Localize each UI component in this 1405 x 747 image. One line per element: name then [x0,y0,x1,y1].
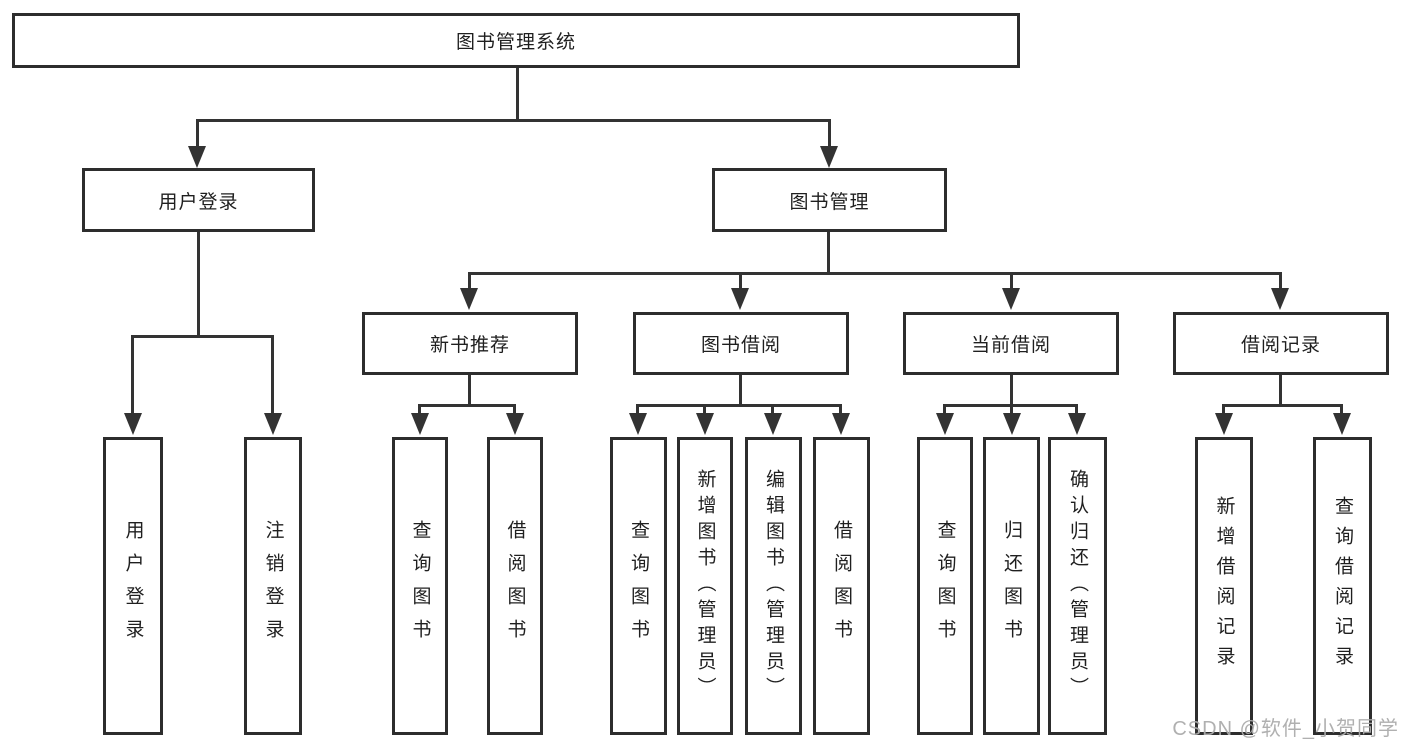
leaf-label: 借阅图书 [831,520,852,652]
arrowhead [1003,413,1021,435]
arrowhead [1215,413,1233,435]
arrowhead [1068,413,1086,435]
connector-mgmt-stem [827,230,830,274]
connector-level3-hline [468,272,1282,275]
arrowhead [411,413,429,435]
leaf-label: 归还图书 [1001,520,1022,652]
node-label: 图书管理 [789,191,870,213]
arrowhead-current-borrow [1002,288,1020,310]
arrowhead [629,413,647,435]
connector-drop-leaf-logout [271,335,274,415]
connector-bookborrow-hline [636,404,842,407]
connector-drop [771,404,774,416]
leaf-query-books: 查询图书 [610,437,667,735]
node-label: 用户登录 [158,191,239,213]
leaf-label: 查询借阅记录 [1332,496,1353,676]
leaf-label: 新增图书（管理员） [694,469,716,703]
connector-drop [513,404,516,416]
node-new-book-recommend: 新书推荐 [362,312,578,375]
arrowhead-new-book [460,288,478,310]
connector-currentborrow-stem [1010,373,1013,407]
leaf-confirm-return-admin: 确认归还（管理员） [1048,437,1107,735]
connector-records-hline [1222,404,1343,407]
connector-drop [1222,404,1225,416]
connector-drop [1010,404,1013,416]
node-label: 图书管理系统 [455,32,576,53]
leaf-label: 新增借阅记录 [1213,496,1235,676]
arrowhead-leaf-logout [264,413,282,435]
node-borrow-records: 借阅记录 [1173,312,1389,375]
connector-drop [839,404,842,416]
connector-bookborrow-stem [739,373,742,407]
leaf-add-books-admin: 新增图书（管理员） [677,437,733,735]
connector-drop [636,404,639,416]
arrowhead [936,413,954,435]
leaf-label: 编辑图书（管理员） [763,469,784,703]
arrowhead [764,413,782,435]
connector-records-stem [1279,373,1282,407]
node-label: 当前借阅 [970,335,1051,356]
leaf-query-books: 查询图书 [917,437,973,735]
arrowhead [696,413,714,435]
leaf-query-books: 查询图书 [392,437,448,735]
arrowhead [1333,413,1351,435]
leaf-label: 查询图书 [628,520,649,652]
leaf-add-borrow-record: 新增借阅记录 [1195,437,1253,735]
arrowhead-leaf-login [124,413,142,435]
connector-newbook-stem [468,373,471,407]
connector-drop [1075,404,1078,416]
connector-newbook-hline [418,404,516,407]
connector-level2-hline [196,119,831,122]
leaf-return-books: 归还图书 [983,437,1040,735]
node-current-borrow: 当前借阅 [903,312,1119,375]
connector-drop-borrow-records [1279,272,1282,290]
leaf-borrow-books: 借阅图书 [487,437,543,735]
leaf-label: 用户登录 [122,520,144,652]
node-book-management: 图书管理 [712,168,947,232]
connector-drop [703,404,706,416]
connector-drop-book-borrow [739,272,742,290]
csdn-watermark: CSDN @软件_小贺同学 [1172,718,1399,740]
leaf-label: 注销登录 [262,520,284,652]
leaf-user-login: 用户登录 [103,437,163,735]
connector-drop-user-login [196,119,199,149]
node-book-borrow: 图书借阅 [633,312,849,375]
arrowhead [506,413,524,435]
connector-drop-new-book [468,272,471,290]
connector-drop [1340,404,1343,416]
leaf-query-borrow-record: 查询借阅记录 [1313,437,1372,735]
connector-drop-current-borrow [1010,272,1013,290]
connector-drop [943,404,946,416]
connector-login-hline [131,335,274,338]
arrowhead-book-borrow [731,288,749,310]
connector-login-stem [197,230,200,337]
connector-drop-leaf-login [131,335,134,415]
connector-drop [418,404,421,416]
leaf-edit-books-admin: 编辑图书（管理员） [745,437,802,735]
arrowhead-book-mgmt [820,146,838,168]
node-user-login: 用户登录 [82,168,315,232]
leaf-label: 借阅图书 [504,520,526,652]
leaf-label: 查询图书 [409,520,431,652]
leaf-label: 确认归还（管理员） [1067,469,1088,703]
leaf-borrow-books: 借阅图书 [813,437,870,735]
node-label: 图书借阅 [700,335,781,356]
leaf-label: 查询图书 [934,520,956,652]
node-label: 新书推荐 [429,335,510,356]
node-label: 借阅记录 [1240,335,1321,356]
arrowhead-user-login [188,146,206,168]
arrowhead-borrow-records [1271,288,1289,310]
arrowhead [832,413,850,435]
node-root-system: 图书管理系统 [12,13,1020,68]
connector-root-stem [516,68,519,122]
leaf-logout: 注销登录 [244,437,302,735]
connector-drop-book-mgmt [828,119,831,149]
